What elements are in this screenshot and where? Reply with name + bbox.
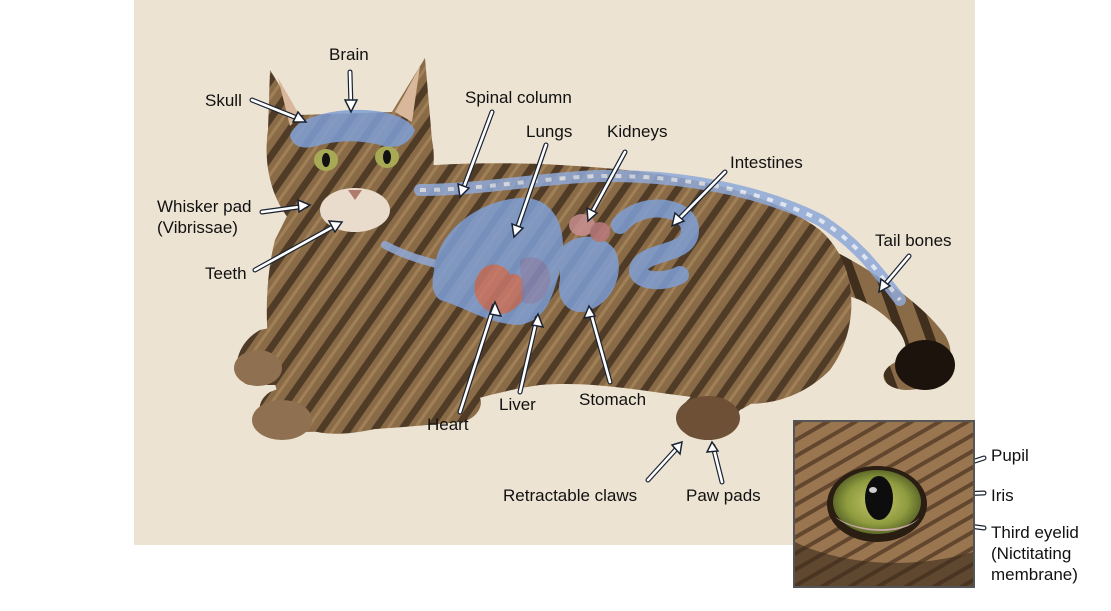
label-whisker-pad-line2: (Vibrissae) [157,218,238,237]
label-tail-bones: Tail bones [875,231,952,250]
label-third-eyelid-line2: (Nictitating [991,544,1072,563]
label-liver: Liver [499,395,536,414]
label-retractable-claws: Retractable claws [503,486,638,505]
cat-illustration [234,58,955,440]
label-paw-pads: Paw pads [686,486,761,505]
label-third-eyelid: Third eyelid (Nictitating membrane) [991,522,1079,585]
stomach-overlay [559,236,619,312]
eye-inset [793,420,975,588]
intestines-overlay [611,199,700,290]
label-pupil: Pupil [991,446,1029,465]
label-lungs: Lungs [526,122,573,141]
label-spinal-column: Spinal column [465,88,572,107]
skull-overlay [290,109,415,148]
label-kidneys: Kidneys [607,122,668,141]
label-intestines: Intestines [730,153,803,172]
label-third-eyelid-line1: Third eyelid [991,523,1079,542]
label-brain: Brain [329,45,369,64]
eye-closeup [795,422,973,586]
label-teeth: Teeth [205,264,247,283]
label-heart: Heart [427,415,469,434]
label-skull: Skull [205,91,242,110]
liver-overlay [520,257,551,304]
label-whisker-pad-line1: Whisker pad [157,197,252,216]
heart-overlay [474,264,525,315]
label-whisker-pad: Whisker pad (Vibrissae) [157,196,251,238]
label-stomach: Stomach [579,390,647,409]
label-third-eyelid-line3: membrane) [991,565,1078,584]
label-iris: Iris [991,486,1014,505]
